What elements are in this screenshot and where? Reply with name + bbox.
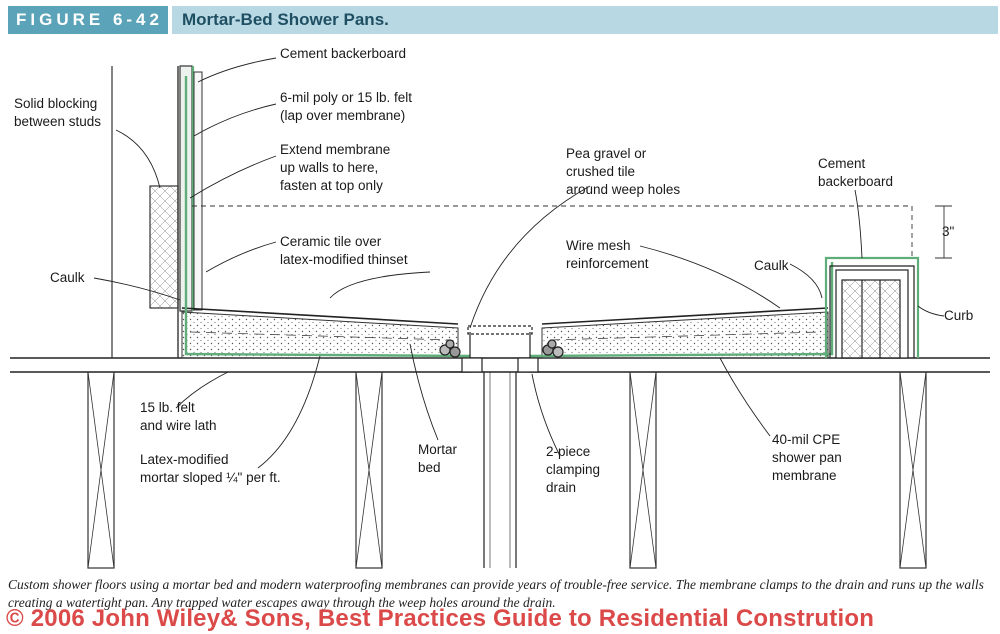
label-latex-mortar: Latex-modified mortar sloped ¼" per ft. xyxy=(140,452,281,485)
subfloor xyxy=(10,357,990,373)
label-felt-lath: 15 lb. felt and wire lath xyxy=(140,400,217,433)
label-mortar-bed: Mortar bed xyxy=(418,442,461,475)
wire-mesh xyxy=(189,331,821,341)
copyright-watermark: © 2006 John Wiley& Sons, Best Practices … xyxy=(6,605,875,632)
label-caulk-right: Caulk xyxy=(754,258,789,273)
membrane xyxy=(184,76,834,358)
leader-lines xyxy=(93,57,945,469)
label-solid-blocking: Solid blocking between studs xyxy=(14,96,101,129)
label-cpe-membrane: 40-mil CPE shower pan membrane xyxy=(772,432,846,483)
label-clamping-drain: 2-piece clamping drain xyxy=(546,444,604,495)
label-three-inch: 3" xyxy=(942,224,955,239)
height-dimension xyxy=(192,205,952,259)
curb xyxy=(824,256,920,359)
label-pea-gravel: Pea gravel or crushed tile around weep h… xyxy=(566,146,680,197)
figure-number: FIGURE 6-42 xyxy=(8,6,168,34)
floor-joists xyxy=(87,371,927,569)
figure-header: FIGURE 6-42 Mortar-Bed Shower Pans. xyxy=(0,0,1000,36)
label-poly: 6-mil poly or 15 lb. felt (lap over memb… xyxy=(280,90,416,123)
label-caulk-left: Caulk xyxy=(50,270,85,285)
drain xyxy=(439,325,564,568)
tile-surface xyxy=(181,307,829,325)
label-curb: Curb xyxy=(944,308,973,323)
label-ceramic-tile: Ceramic tile over latex-modified thinset xyxy=(280,234,408,267)
label-cement-backerboard-top: Cement backerboard xyxy=(280,46,406,61)
label-wire-mesh: Wire mesh reinforcement xyxy=(566,238,649,271)
figure-title-bar: Mortar-Bed Shower Pans. xyxy=(172,6,998,34)
label-cement-backerboard-right: Cement backerboard xyxy=(818,156,893,189)
figure-title: Mortar-Bed Shower Pans. xyxy=(182,10,389,29)
label-extend-membrane: Extend membrane up walls to here, fasten… xyxy=(280,142,394,193)
mortar-bed xyxy=(181,311,829,359)
shower-pan-diagram: Cement backerboard 6-mil poly or 15 lb. … xyxy=(10,46,990,569)
figure-caption: Custom shower floors using a mortar bed … xyxy=(8,577,984,610)
diagram-labels: Cement backerboard 6-mil poly or 15 lb. … xyxy=(14,46,973,495)
